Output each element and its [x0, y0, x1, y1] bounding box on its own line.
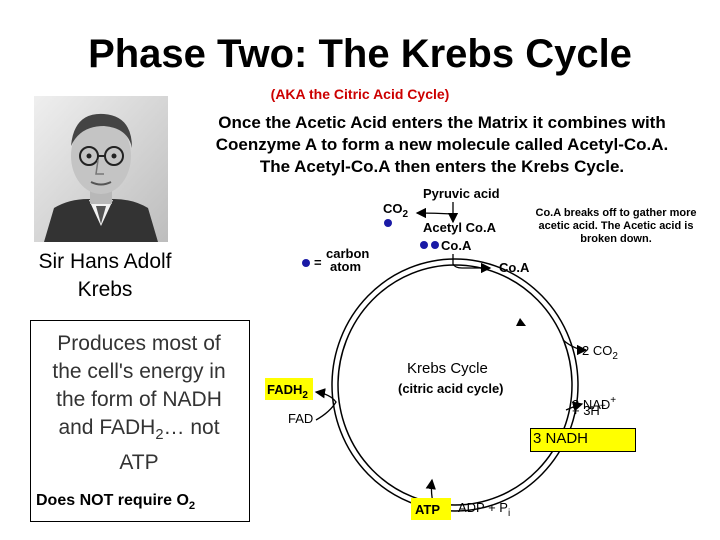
- energy-subscript: 2: [155, 427, 164, 444]
- oxygen-note-text: Does NOT require O: [36, 492, 189, 509]
- energy-line: Produces most of: [57, 332, 221, 355]
- co2-release-arrow: [415, 207, 454, 219]
- coa-out-arrow: [452, 254, 492, 274]
- scientist-name: Sir Hans Adolf Krebs: [20, 248, 190, 304]
- hydrogen-label: + 3H+: [572, 401, 606, 418]
- hydrogen-superscript: +: [600, 401, 606, 412]
- coa-in-label: Co.A: [441, 238, 472, 253]
- coa-out-label: Co.A: [499, 260, 530, 275]
- co2-out-arrow: [562, 339, 588, 356]
- energy-line-text: and FADH: [58, 416, 156, 439]
- intro-paragraph: Once the Acetic Acid enters the Matrix i…: [168, 112, 716, 178]
- intro-line: The Acetyl-Co.A then enters the Krebs Cy…: [259, 157, 625, 176]
- energy-line-text: … not: [163, 416, 220, 439]
- co2-top-subscript: 2: [403, 209, 409, 220]
- adp-subscript: i: [508, 508, 510, 519]
- adp-text: ADP + P: [458, 500, 508, 515]
- scientist-name-line: Krebs: [77, 278, 133, 301]
- carbon-dot-acetyl-1: [420, 241, 428, 249]
- energy-line: and FADH2… not: [30, 414, 248, 449]
- nadh-highlight-text: 3 NADH: [533, 430, 589, 447]
- pyruvic-acid-label: Pyruvic acid: [423, 186, 500, 201]
- slide-subtitle: (AKA the Citric Acid Cycle): [270, 86, 450, 102]
- cycle-subtitle: (citric acid cycle): [398, 381, 504, 396]
- krebs-cycle-diagram: Pyruvic acid CO2 Acetyl Co.A Co.A = carb…: [265, 186, 618, 520]
- fad-label: FAD: [288, 411, 313, 426]
- carbon-dot-acetyl-2: [431, 241, 439, 249]
- oxygen-subscript: 2: [188, 500, 196, 513]
- acetyl-coa-label: Acetyl Co.A: [423, 220, 497, 235]
- slide-title: Phase Two: The Krebs Cycle: [88, 32, 632, 76]
- legend-atom-label: atom: [330, 259, 361, 274]
- co2-out-text: 2 CO: [582, 343, 612, 358]
- fadh2-text: FADH: [267, 382, 302, 397]
- legend-equals: =: [314, 255, 322, 270]
- cycle-direction-arrow: [516, 318, 526, 326]
- co2-top-label: CO2: [383, 201, 409, 220]
- atp-label: ATP: [415, 502, 440, 517]
- co2-out-label: 2 CO2: [582, 343, 618, 362]
- cycle-inner-ring: [337, 264, 573, 506]
- energy-box: [30, 320, 250, 522]
- coa-note: Co.A breaks off to gather more acetic ac…: [535, 207, 697, 245]
- cycle-outer-ring: [331, 258, 579, 512]
- legend-carbon-label: carbon: [326, 246, 369, 261]
- intro-line: Coenzyme A to form a new molecule called…: [215, 135, 669, 154]
- fadh2-label: FADH2: [267, 382, 308, 401]
- fadh2-subscript: 2: [302, 390, 308, 401]
- nad-arrow: [565, 401, 584, 412]
- energy-text: Produces most of the cell's energy in th…: [30, 330, 248, 477]
- fadh2-highlight: [265, 378, 313, 400]
- krebs-portrait: [34, 96, 168, 242]
- scientist-name-line: Sir Hans Adolf: [38, 250, 172, 273]
- fad-arrow: [314, 388, 337, 421]
- energy-line: ATP: [119, 451, 159, 475]
- co2-top-text: CO: [383, 201, 403, 216]
- co2-out-subscript: 2: [612, 351, 618, 362]
- nad-text: 3 NAD: [572, 397, 610, 412]
- intro-line: Once the Acetic Acid enters the Matrix i…: [218, 113, 666, 132]
- cycle-title: Krebs Cycle: [407, 360, 488, 377]
- nadh-highlight-box: [530, 428, 636, 452]
- legend-carbon-dot: [302, 259, 310, 267]
- energy-line: the form of NADH: [56, 388, 222, 411]
- oxygen-note: Does NOT require O2: [36, 492, 195, 512]
- adp-label: ADP + Pi: [458, 500, 510, 519]
- nad-superscript: +: [610, 395, 616, 406]
- carbon-dot-co2: [384, 219, 392, 227]
- hydrogen-text: + 3H: [572, 403, 600, 418]
- nad-label: 3 NAD+: [572, 395, 616, 412]
- atp-highlight: [411, 498, 451, 520]
- energy-line: the cell's energy in: [52, 360, 226, 383]
